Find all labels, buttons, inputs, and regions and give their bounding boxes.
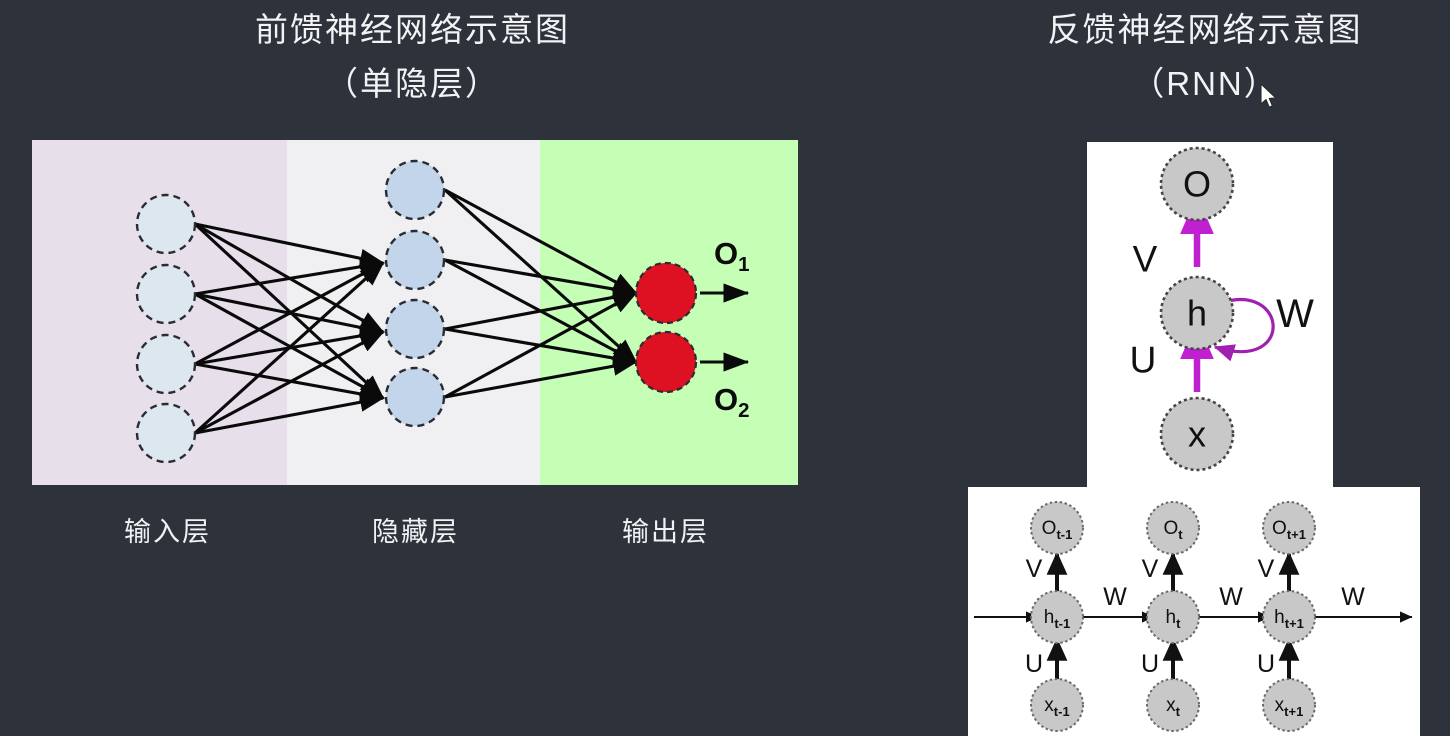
rnn-weight-label-w: W [1276, 292, 1314, 336]
rnn-unrolled-input-nodes [1030, 678, 1316, 732]
hidden-nodes [384, 159, 446, 428]
output-node [634, 330, 698, 394]
feedforward-title-line2: （单隐层） [325, 65, 500, 102]
input-node [135, 193, 197, 255]
rnn-node-x [1159, 396, 1235, 472]
rnn-input-node [1030, 678, 1084, 732]
rnn-output-node [1262, 501, 1316, 555]
layer-label-hidden: 隐藏层 [372, 517, 459, 547]
rnn-weight-v-tminus1: V [1026, 555, 1043, 583]
rnn-hidden-node-label: ht-1 [1044, 607, 1070, 631]
rnn-weight-u-t: U [1141, 650, 1159, 678]
rnn-unrolled-panel: Ot-1 ht-1 xt-1 Ot ht xt Ot+1 ht+1 xt+1 V… [968, 487, 1420, 736]
rnn-input-node [1146, 678, 1200, 732]
rnn-self-loop [1210, 298, 1275, 362]
output-label-o2: O2 [714, 382, 750, 423]
hidden-node [384, 159, 446, 221]
rnn-folded-graph: O h x V U W [1130, 146, 1314, 472]
rnn-output-node-label: Ot [1163, 518, 1183, 542]
rnn-weight-w-2: W [1219, 583, 1243, 611]
rnn-weight-w-1: W [1103, 583, 1127, 611]
layer-label-output: 输出层 [622, 517, 709, 547]
rnn-weight-v-t: V [1142, 555, 1159, 583]
rnn-node-o [1159, 146, 1235, 222]
rnn-node-o-label: O [1183, 164, 1211, 205]
rnn-output-node [1146, 501, 1200, 555]
layer-label-input: 输入层 [124, 517, 211, 547]
rnn-hidden-node [1146, 590, 1200, 644]
input-node [135, 333, 197, 395]
feedforward-graph [135, 159, 750, 464]
feedforward-diagram [32, 140, 798, 485]
output-emit-arrows [700, 283, 750, 372]
rnn-hidden-node-label: ht [1166, 607, 1182, 631]
rnn-input-node-label: xt [1166, 695, 1181, 719]
input-nodes [135, 193, 197, 464]
rnn-weight-label-v: V [1133, 239, 1158, 280]
input-node [135, 402, 197, 464]
rnn-input-node-label: xt+1 [1275, 695, 1304, 719]
rnn-title-line1: 反馈神经网络示意图 [1047, 11, 1363, 48]
output-nodes [634, 261, 698, 394]
hidden-node [384, 366, 446, 428]
hidden-node [384, 298, 446, 360]
rnn-output-node-label: Ot+1 [1272, 518, 1306, 542]
rnn-folded-nodes [1159, 146, 1235, 472]
rnn-output-node-label: Ot-1 [1042, 518, 1073, 542]
input-to-hidden-edges [193, 222, 385, 435]
rnn-hidden-node-label: ht+1 [1274, 607, 1304, 631]
rnn-v-arrows [1046, 551, 1300, 595]
rnn-title-line2: （RNN） [1131, 65, 1279, 102]
rnn-unrolled-graph: Ot-1 ht-1 xt-1 Ot ht xt Ot+1 ht+1 xt+1 V… [974, 501, 1413, 732]
output-label-o1-base: O [714, 236, 739, 271]
hidden-to-output-edges [443, 188, 638, 399]
rnn-weight-label-u: U [1130, 340, 1157, 381]
output-label-o2-sub: 2 [738, 399, 750, 423]
rnn-hidden-node [1030, 590, 1084, 644]
rnn-input-node-label: xt-1 [1044, 695, 1069, 719]
feedforward-title-line1: 前馈神经网络示意图 [255, 11, 570, 48]
hidden-node [384, 229, 446, 291]
rnn-input-node [1262, 678, 1316, 732]
output-label-o1-sub: 1 [738, 253, 750, 277]
rnn-hidden-node [1262, 590, 1316, 644]
rnn-node-x-label: x [1188, 414, 1206, 455]
output-label-o2-base: O [714, 382, 739, 417]
output-label-o1: O1 [714, 236, 750, 277]
rnn-output-node [1030, 501, 1084, 555]
rnn-weight-w-3: W [1341, 583, 1365, 611]
rnn-weight-v-tplus1: V [1258, 555, 1275, 583]
rnn-weight-u-tplus1: U [1257, 650, 1275, 678]
rnn-u-arrows [1046, 637, 1300, 679]
rnn-unrolled-output-nodes [1030, 501, 1316, 555]
rnn-weight-u-tminus1: U [1025, 650, 1043, 678]
rnn-node-h [1159, 275, 1235, 351]
rnn-unrolled-hidden-nodes [1030, 590, 1316, 644]
rnn-folded-panel: O h x V U W [1087, 142, 1333, 490]
output-node [634, 261, 698, 325]
input-node [135, 263, 197, 325]
rnn-node-h-label: h [1187, 293, 1207, 334]
